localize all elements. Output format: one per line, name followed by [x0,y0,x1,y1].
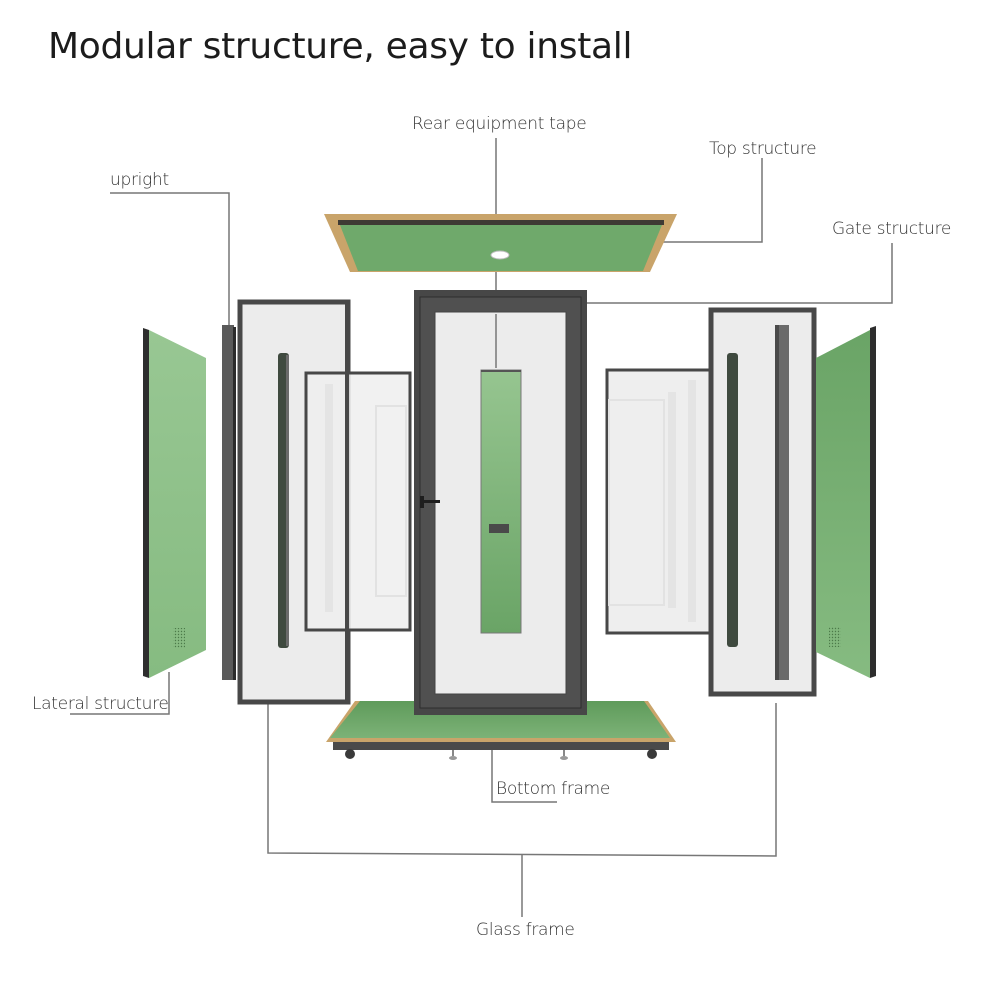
left-upright-post [222,325,236,680]
vent-grille-right [829,627,841,647]
ceiling-light-icon [490,250,510,260]
leveling-foot-left [449,756,457,760]
leveling-foot-right [560,756,568,760]
leader-lines [70,138,893,917]
label-top-structure: Top structure [709,139,817,159]
right-glass-frame [708,307,817,697]
leader-upright [110,192,230,325]
leader-top-structure [659,158,763,243]
leader-gate-structure [587,243,893,304]
gate-structure-door [414,290,587,715]
door-handle-icon [420,500,440,503]
label-glass-frame: Glass frame [476,920,575,940]
leader-bottom-frame [491,747,557,803]
label-bottom-frame: Bottom frame [496,779,611,799]
top-structure-panel [324,214,677,272]
rear-equipment-tape-strip [480,369,522,634]
vent-grille-left [173,628,185,648]
label-upright: upright [110,170,169,190]
right-inner-glass [605,368,716,635]
left-inner-glass [304,371,412,632]
leader-lateral-structure [70,672,170,715]
left-lateral-panel [143,328,206,678]
caster-wheel-right [647,749,657,759]
label-lateral-structure: Lateral structure [32,694,169,714]
leader-glass-frame [267,703,777,857]
control-panel-icon [489,524,509,533]
right-lateral-panel [816,326,876,678]
page-title: Modular structure, easy to install [48,26,633,67]
label-gate-structure: Gate structure [832,219,952,239]
caster-wheel-left [345,749,355,759]
label-rear-equipment-tape: Rear equipment tape [412,114,587,134]
